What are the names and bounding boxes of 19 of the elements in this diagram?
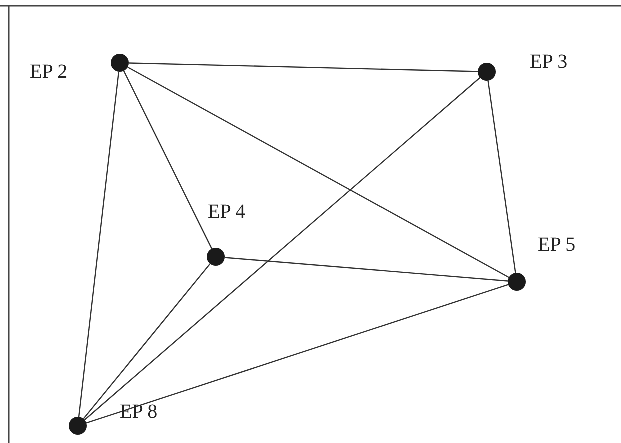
connector-line — [78, 72, 120, 418]
connector-line — [86, 284, 509, 424]
vertex-dot — [478, 63, 496, 81]
vertex-label: EP 3 — [530, 52, 568, 72]
connector-line — [123, 70, 213, 250]
vertex-label: EP 4 — [208, 202, 246, 222]
vertex-label: EP 5 — [538, 235, 576, 255]
connector-line — [488, 80, 516, 274]
connector-line — [84, 77, 481, 421]
vertex-label: EP 8 — [120, 402, 158, 422]
connector-line — [128, 66, 510, 278]
vertex-dot — [508, 273, 526, 291]
vertex-dot — [111, 54, 129, 72]
connector-line — [128, 62, 478, 72]
connector-line — [83, 264, 211, 420]
vertex-label: EP 2 — [30, 62, 68, 82]
vertex-dot — [69, 417, 87, 435]
connector-line — [224, 257, 508, 282]
vertex-dot — [207, 248, 225, 266]
